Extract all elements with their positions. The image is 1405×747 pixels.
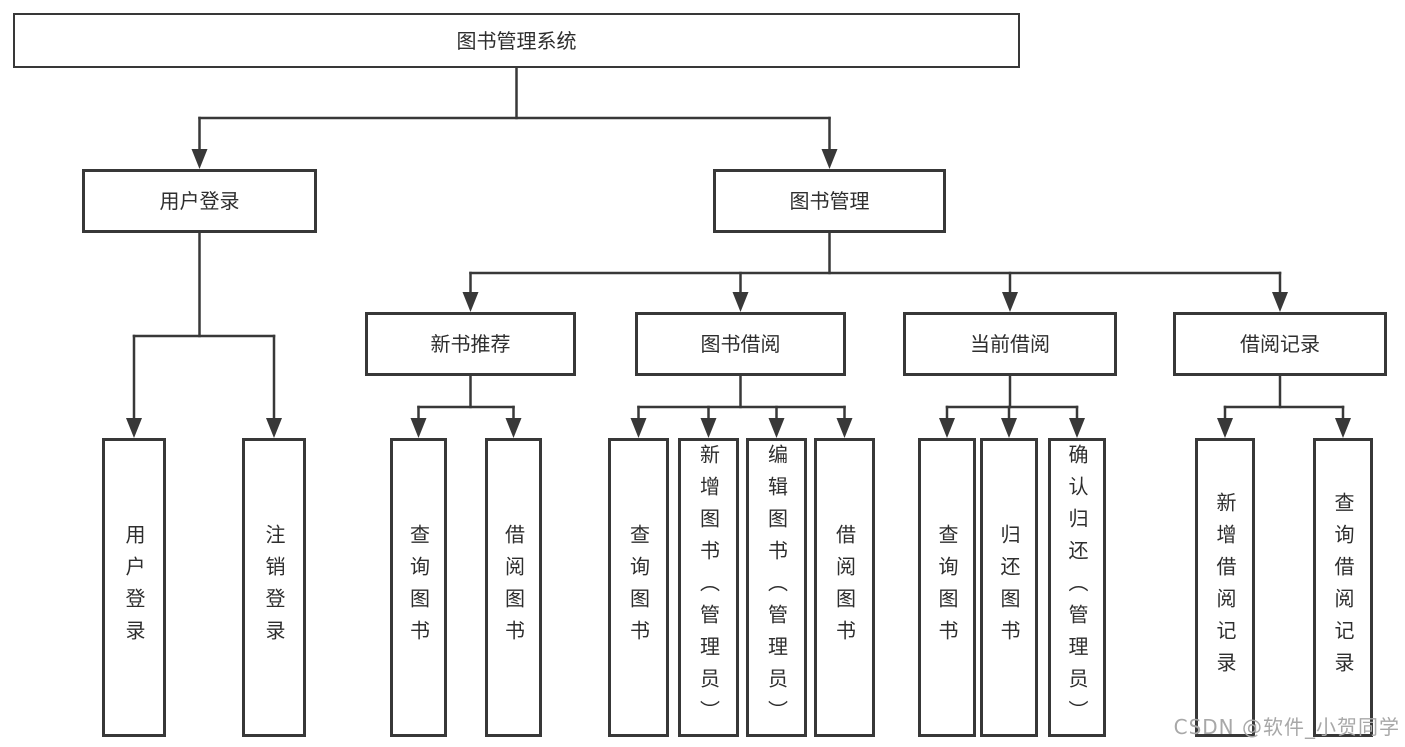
arrow-down-icon (700, 418, 717, 438)
arrow-down-icon (191, 149, 208, 169)
node-label-borrow-book-rec: 借阅图书 (501, 523, 526, 652)
node-query-book-current: 查询图书 (918, 438, 976, 737)
node-label-confirm-return-admin: 确认归还（管理员） (1065, 443, 1089, 732)
arrow-down-icon (1069, 418, 1085, 438)
arrow-down-icon (1335, 418, 1351, 438)
node-borrow-book-rec: 借阅图书 (485, 438, 542, 737)
node-user-login: 用户登录 (82, 169, 317, 233)
arrow-down-icon (1001, 418, 1017, 438)
arrow-down-icon (126, 418, 142, 438)
arrow-down-icon (462, 292, 479, 312)
node-label-logout-user: 注销登录 (262, 523, 286, 652)
node-label-borrow-book-borrow: 借阅图书 (832, 523, 857, 652)
node-label-login-user: 用户登录 (122, 523, 146, 652)
arrow-down-icon (1272, 292, 1288, 312)
node-label-book-mgmt: 图书管理 (789, 189, 870, 213)
arrow-down-icon (939, 418, 955, 438)
node-label-user-login: 用户登录 (159, 189, 240, 213)
node-book-borrow: 图书借阅 (635, 312, 846, 376)
node-label-new-book-rec: 新书推荐 (430, 332, 511, 356)
node-current-borrow: 当前借阅 (903, 312, 1117, 376)
arrow-down-icon (1002, 292, 1018, 312)
watermark: CSDN @软件_小贺同学 (1173, 715, 1400, 739)
arrow-down-icon (732, 292, 749, 312)
node-query-borrow-record: 查询借阅记录 (1313, 438, 1373, 737)
node-label-edit-book-admin: 编辑图书（管理员） (764, 443, 789, 732)
node-logout-user: 注销登录 (242, 438, 306, 737)
node-label-book-borrow: 图书借阅 (700, 332, 781, 356)
arrow-down-icon (266, 418, 282, 438)
node-label-query-book-borrow: 查询图书 (626, 523, 651, 652)
node-add-book-admin: 新增图书（管理员） (678, 438, 739, 737)
node-new-book-rec: 新书推荐 (365, 312, 576, 376)
node-login-user: 用户登录 (102, 438, 166, 737)
node-borrow-book-borrow: 借阅图书 (814, 438, 875, 737)
node-label-root: 图书管理系统 (456, 28, 577, 53)
node-label-add-borrow-record: 新增借阅记录 (1213, 491, 1237, 684)
arrow-down-icon (630, 418, 647, 438)
node-label-current-borrow: 当前借阅 (970, 332, 1050, 356)
node-confirm-return-admin: 确认归还（管理员） (1048, 438, 1106, 737)
node-root: 图书管理系统 (13, 13, 1020, 68)
arrow-down-icon (768, 418, 785, 438)
arrow-down-icon (821, 149, 838, 169)
node-edit-book-admin: 编辑图书（管理员） (746, 438, 807, 737)
node-book-mgmt: 图书管理 (713, 169, 946, 233)
arrow-down-icon (505, 418, 522, 438)
arrow-down-icon (836, 418, 853, 438)
node-label-borrow-records: 借阅记录 (1240, 332, 1320, 356)
node-label-query-book-rec: 查询图书 (406, 523, 431, 652)
node-label-add-book-admin: 新增图书（管理员） (696, 443, 721, 732)
arrow-down-icon (1217, 418, 1233, 438)
node-label-query-borrow-record: 查询借阅记录 (1331, 491, 1355, 684)
node-return-book: 归还图书 (980, 438, 1038, 737)
node-add-borrow-record: 新增借阅记录 (1195, 438, 1255, 737)
node-borrow-records: 借阅记录 (1173, 312, 1387, 376)
node-query-book-borrow: 查询图书 (608, 438, 669, 737)
arrow-down-icon (410, 418, 427, 438)
node-label-return-book: 归还图书 (997, 523, 1021, 652)
node-query-book-rec: 查询图书 (390, 438, 447, 737)
node-label-query-book-current: 查询图书 (935, 523, 959, 652)
